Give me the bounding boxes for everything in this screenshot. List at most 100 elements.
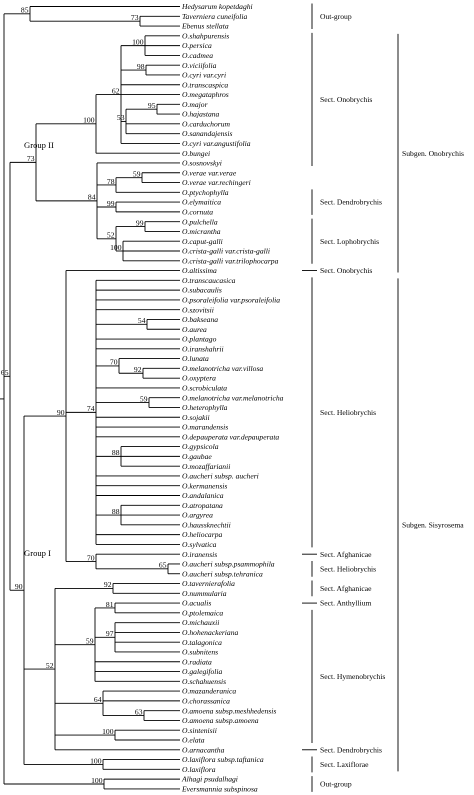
taxon-label: O.michauxii (182, 618, 219, 627)
section-label: Sect. Dendrobrychis (320, 745, 382, 754)
taxon-label: O.kermanensis (182, 481, 227, 490)
taxon-label: O.verae var.rechingeri (182, 178, 251, 187)
bootstrap-value: 99 (107, 199, 115, 208)
taxon-label: O.iranshahrii (182, 344, 224, 353)
taxon-label: Eversmannia subspinosa (181, 785, 258, 794)
bootstrap-value: 59 (133, 169, 141, 178)
subgenus-label: Subgen. Onobrychis (402, 149, 464, 158)
taxon-label: O.gypsicola (182, 442, 219, 451)
taxon-label: O.mazanderanica (182, 687, 236, 696)
taxon-label: O.hajastana (182, 110, 220, 119)
tree-branches (0, 6, 180, 790)
taxon-label: O.elymaitica (182, 198, 221, 207)
taxon-label: O.szovitsii (182, 305, 214, 314)
taxon-label: O.transcaspica (182, 80, 228, 89)
taxon-label: O.lunata (182, 354, 209, 363)
section-label: Sect. Anthyllium (320, 599, 372, 608)
bootstrap-value: 70 (87, 553, 95, 562)
taxon-label: O.sanandajensis (182, 129, 232, 138)
bootstrap-value: 64 (94, 695, 102, 704)
taxon-label: O.micrantha (182, 227, 221, 236)
taxon-label: O.sosnovskyi (182, 159, 222, 168)
taxon-label: O.melanotricha var.villosa (182, 364, 263, 373)
taxon-label: O.major (182, 100, 208, 109)
taxon-label: O.pulchella (182, 217, 218, 226)
section-label: Sect. Lophobrychis (320, 237, 379, 246)
bootstrap-value: 100 (83, 116, 95, 125)
taxon-label: O.arnacantha (182, 745, 225, 754)
taxon-label: O.nummularia (182, 589, 227, 598)
bootstrap-value: 90 (57, 408, 65, 417)
taxon-label: O.altissima (182, 266, 217, 275)
bootstrap-value: 100 (132, 37, 144, 46)
taxon-label: Ebenus stellata (181, 22, 229, 31)
section-label: Sect. Onobrychis (320, 95, 372, 104)
bootstrap-value: 73 (131, 13, 139, 22)
section-label: Sect. Heliobrychis (320, 408, 376, 417)
taxon-label: O.psoraleifolia var.psoraleifolia (182, 296, 280, 305)
bootstrap-value: 88 (112, 507, 120, 516)
bootstrap-value: 81 (106, 600, 114, 609)
bootstrap-value: 78 (107, 177, 115, 186)
group-i-label: Group I (24, 548, 51, 558)
bootstrap-value: 65 (1, 368, 9, 377)
taxon-label: O.transcaucasica (182, 276, 236, 285)
taxon-label: O.crista-galli var.crista-galli (182, 247, 270, 256)
bootstrap-value: 100 (90, 756, 102, 765)
bootstrap-value: 88 (112, 448, 120, 457)
section-label: Sect. Onobrychis (320, 266, 372, 275)
taxon-label: O.chorassanica (182, 696, 230, 705)
taxon-label: O.haussknechtii (182, 520, 231, 529)
taxon-label: O.sojakii (182, 413, 210, 422)
taxon-label: O.andalanica (182, 491, 224, 500)
taxon-label: O.galegifolia (182, 667, 222, 676)
taxon-label: O.carduchorum (182, 119, 231, 128)
section-label: Sect. Hymenobrychis (320, 672, 385, 681)
taxon-label: O.viciifolia (182, 61, 217, 70)
taxon-label: O.scrobiculata (182, 384, 227, 393)
taxon-label: O.cadmea (182, 51, 213, 60)
taxon-label: O.aurea (182, 325, 207, 334)
bootstrap-value: 59 (140, 394, 148, 403)
taxon-label: O.crista-galli var.trilophocarpa (182, 256, 279, 265)
bootstrap-value: 92 (104, 580, 112, 589)
taxon-label: O.sintenisii (182, 726, 217, 735)
group-ii-label: Group II (24, 140, 54, 150)
taxon-label: O.gaubae (182, 452, 212, 461)
taxon-label: O.megataphros (182, 90, 229, 99)
bootstrap-value: 100 (102, 727, 114, 736)
bootstrap-value: 70 (110, 358, 118, 367)
taxon-label: O.aucheri subsp.tehranica (182, 569, 263, 578)
taxon-label: O.tavernierafolia (182, 579, 235, 588)
taxon-label: O.plantago (182, 335, 217, 344)
taxon-label: O.iranensis (182, 550, 217, 559)
taxon-label: O.bakseana (182, 315, 218, 324)
bootstrap-value: 59 (86, 636, 94, 645)
bootstrap-value: 90 (15, 582, 23, 591)
taxon-label: O.aucheri subsp.psammophila (182, 560, 275, 569)
taxon-label: O.heliocarpa (182, 530, 222, 539)
bootstrap-value: 85 (21, 6, 29, 15)
taxon-label: O.cyri var.angustifolia (182, 139, 251, 148)
section-label: Out-group (320, 780, 352, 789)
bootstrap-value: 52 (46, 661, 54, 670)
section-label: Sect. Afghanicae (320, 550, 372, 559)
taxon-label: O.acualis (182, 599, 211, 608)
taxon-label: O.bungei (182, 149, 210, 158)
taxon-label: O.melanotricha var.melanotricha (182, 393, 284, 402)
taxon-label: O.caput-galli (182, 237, 223, 246)
bootstrap-value: 98 (137, 62, 145, 71)
taxon-label: O.atropatana (182, 501, 223, 510)
taxon-label: O.amoena subsp.amoena (182, 716, 259, 725)
bootstrap-value: 74 (87, 404, 95, 413)
bootstrap-value: 97 (106, 629, 114, 638)
section-label: Sect. Heliobrychis (320, 564, 376, 573)
bootstrap-value: 95 (148, 101, 156, 110)
taxon-label: O.marandensis (182, 423, 228, 432)
bootstrap-values: 7385100989553621005978999910052847354927… (1, 6, 167, 785)
taxon-label: O.sylvatica (182, 540, 217, 549)
